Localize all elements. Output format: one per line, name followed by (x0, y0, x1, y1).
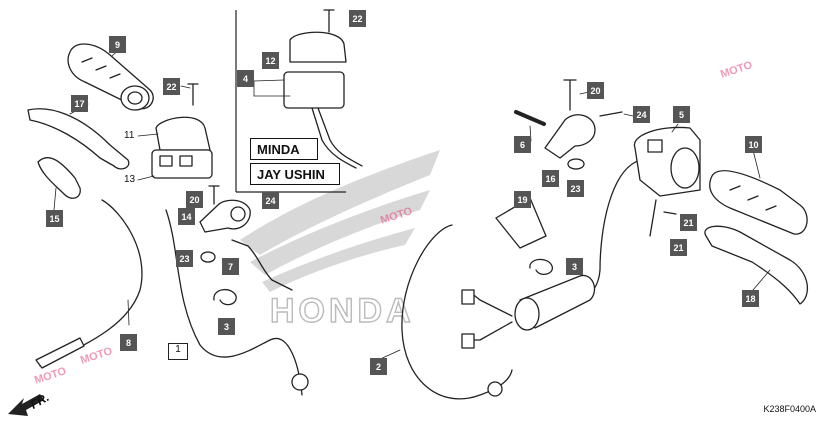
callout-22-inset: 22 (349, 10, 366, 27)
screw-right (599, 111, 623, 117)
honda-wing-logo: HONDA (240, 150, 440, 331)
callout-20-right: 20 (587, 82, 604, 99)
callout-21-lower: 21 (670, 239, 687, 256)
bolt-right (563, 79, 577, 111)
svg-text:HONDA: HONDA (270, 292, 415, 330)
left-switch-housing (151, 116, 213, 179)
harness-connector-body (514, 274, 596, 331)
callout-12: 12 (262, 52, 279, 69)
brake-light-switch (514, 110, 546, 126)
cable-clip (213, 289, 237, 306)
callout-10: 10 (745, 136, 762, 153)
label-1-box: 1 (168, 343, 188, 360)
callout-18: 18 (742, 290, 759, 307)
inset-switch-housing (283, 31, 363, 169)
front-arrow-icon (8, 394, 44, 416)
nut-right (567, 158, 585, 170)
callout-9: 9 (109, 36, 126, 53)
brand-jay-ushin: JAY USHIN (250, 163, 340, 185)
label-1: 1 (175, 344, 181, 355)
master-cylinder-clamp (544, 114, 596, 159)
callout-7: 7 (222, 258, 239, 275)
lever-cover (37, 157, 81, 199)
cable-clip-right (529, 258, 553, 276)
callout-8: 8 (120, 334, 137, 351)
callout-15: 15 (46, 210, 63, 227)
right-grip (709, 170, 808, 235)
left-lever (27, 108, 130, 170)
callout-14: 14 (178, 208, 195, 225)
screw (187, 83, 199, 106)
lever-bracket (199, 199, 251, 233)
label-11: 11 (124, 130, 135, 141)
diagram-code: K238F0400A (763, 404, 816, 414)
callout-3: 3 (218, 318, 235, 335)
right-lever (704, 225, 809, 305)
callout-17: 17 (71, 95, 88, 112)
callout-20: 20 (186, 191, 203, 208)
callout-23-right: 23 (567, 180, 584, 197)
bolt (208, 185, 220, 205)
callout-21: 21 (680, 214, 697, 231)
callout-2: 2 (370, 358, 387, 375)
callout-4: 4 (237, 70, 254, 87)
callout-6: 6 (514, 136, 531, 153)
nut (200, 251, 216, 263)
right-switch-housing (633, 126, 701, 197)
callout-22: 22 (163, 78, 180, 95)
label-13: 13 (124, 174, 136, 185)
inset-screw (323, 9, 335, 33)
callout-24-right: 24 (633, 106, 650, 123)
callout-24: 24 (262, 192, 279, 209)
callout-23: 23 (176, 250, 193, 267)
callout-19: 19 (514, 191, 531, 208)
brake-cable (401, 224, 513, 400)
throttle-cable (39, 199, 143, 367)
inset-frame (235, 10, 346, 193)
callout-5: 5 (673, 106, 690, 123)
callout-3-right: 3 (566, 258, 583, 275)
brake-switch (231, 239, 293, 291)
brand-minda: MINDA (250, 138, 318, 160)
callout-16: 16 (542, 170, 559, 187)
left-grip (67, 43, 154, 111)
